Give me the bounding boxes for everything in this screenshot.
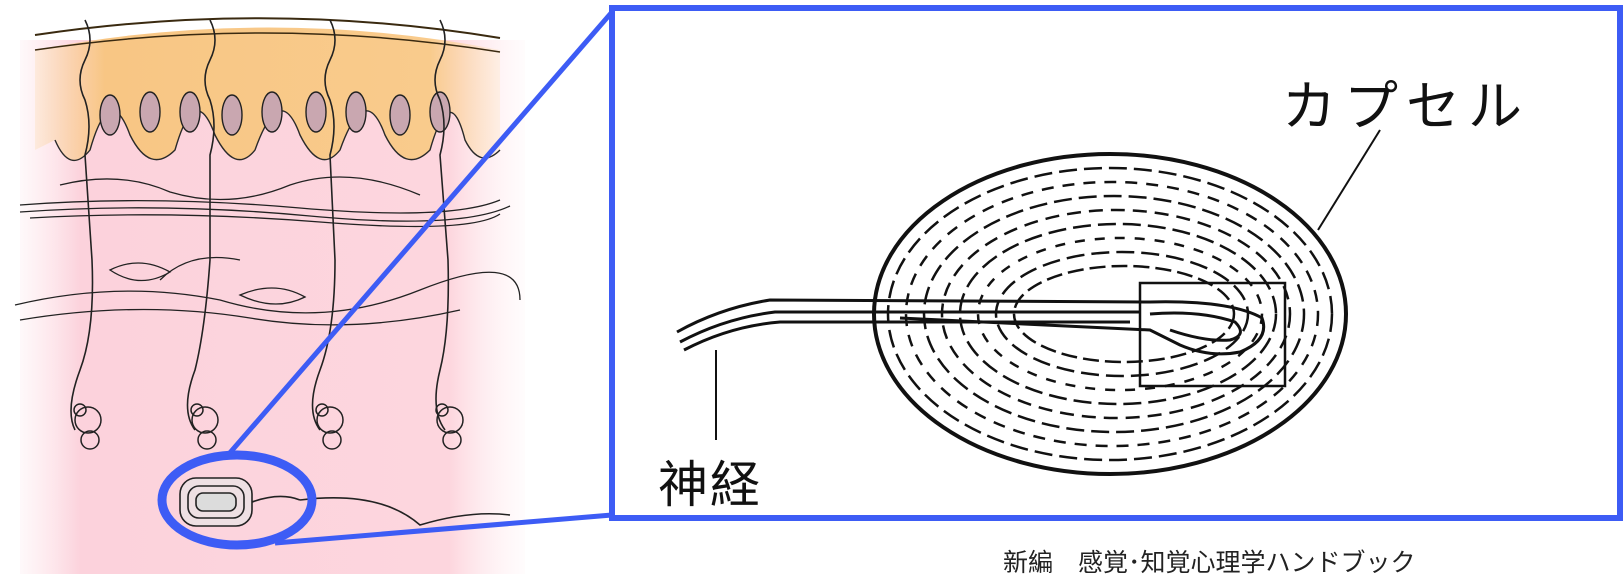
source-caption: 新編 感覚･知覚心理学ハンドブック: [1003, 548, 1416, 577]
capsule-label: カプセル: [1282, 75, 1530, 138]
capsule-leader-line: [1317, 129, 1381, 231]
coiled-endings: [73, 403, 464, 450]
meissner-corpuscles: [99, 91, 451, 136]
skin-surface-line-2: [34, 32, 501, 53]
zoom-box: [1138, 281, 1287, 388]
capsule-lamellae: [886, 166, 1334, 462]
pacinian-corpuscle: [676, 129, 1381, 476]
highlight-ellipse: [157, 450, 317, 550]
nerve-fiber-entering: [676, 298, 1266, 356]
dermal-fibers: [14, 176, 521, 326]
zoom-panel: [609, 5, 1623, 521]
nerve-label: 神経: [658, 456, 762, 514]
skin-surface-line: [34, 17, 501, 39]
skin-cross-section: [14, 17, 525, 574]
small-corpuscle: [179, 477, 301, 527]
nerve-fibers: [70, 19, 511, 526]
connector-line-top: [226, 10, 614, 457]
capsule-outer: [872, 152, 1348, 476]
connector-line-bottom: [274, 512, 613, 546]
